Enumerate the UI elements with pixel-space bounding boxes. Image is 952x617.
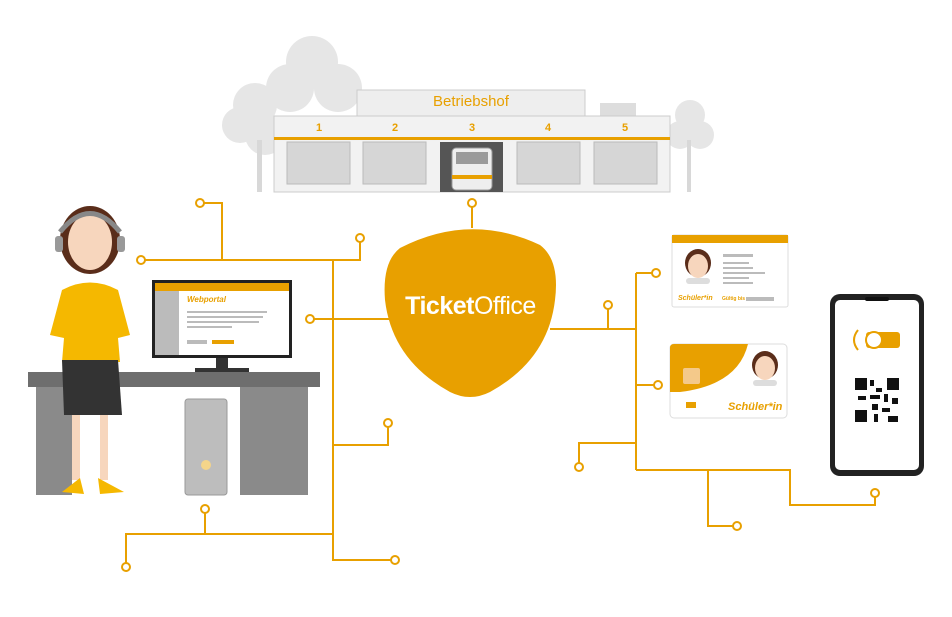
gate-5: 5	[622, 122, 629, 134]
support-agent-figure	[50, 206, 130, 494]
connection-lines	[121, 198, 880, 572]
e-ticket-icon	[853, 329, 900, 351]
hub-title: TicketOffice	[383, 292, 558, 321]
gate-4: 4	[545, 122, 552, 134]
depot-building	[273, 89, 671, 193]
gate-3: 3	[469, 122, 476, 134]
qr-code-icon	[855, 378, 899, 422]
webportal-title: Webportal	[187, 295, 226, 304]
student-chip-card	[669, 343, 788, 419]
desk	[28, 372, 320, 496]
smartphone	[830, 294, 924, 476]
student-id-card	[671, 234, 789, 308]
id-card-label: Schüler*in	[678, 295, 713, 302]
depot-title: Betriebshof	[433, 93, 509, 110]
hub-title-bold: Ticket	[405, 292, 474, 320]
ticketoffice-hub	[384, 229, 556, 397]
gate-1: 1	[316, 122, 323, 134]
tree-icon	[222, 36, 714, 192]
depot-gate-numbers: 1 2 3 4 5	[274, 122, 670, 136]
hub-title-regular: Office	[473, 292, 536, 320]
monitor	[152, 280, 292, 372]
id-card-valid-label: Gültig bis	[722, 296, 746, 302]
chip-card-label: Schüler*in	[728, 401, 783, 413]
gate-2: 2	[392, 122, 399, 134]
